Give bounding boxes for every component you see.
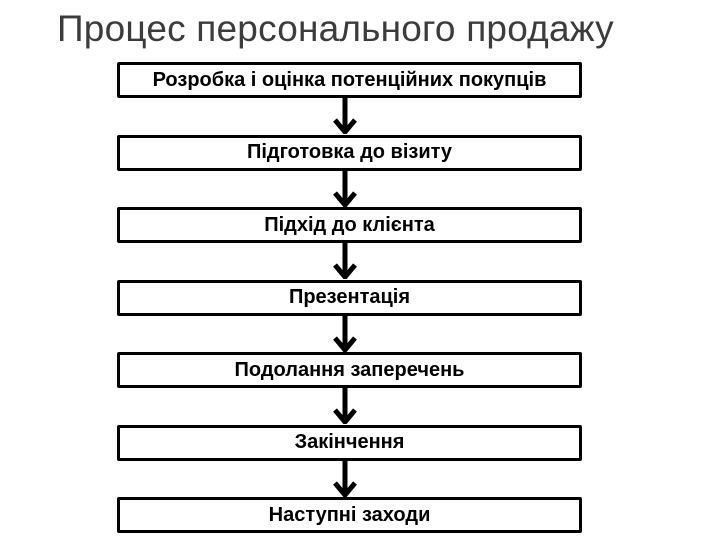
flow-connector (117, 460, 582, 498)
flow-step-box: Розробка і оцінка потенційних покупців (117, 62, 582, 98)
down-arrow-icon (332, 315, 357, 352)
flow-connector (117, 98, 582, 135)
flow-step-box: Закінчення (117, 424, 582, 461)
flow-step-label: Підготовка до візиту (246, 141, 453, 163)
flow-connector (117, 170, 582, 208)
down-arrow-icon (332, 243, 357, 279)
flow-connector (117, 315, 582, 353)
page-title: Процес персонального продажу (57, 8, 614, 49)
flow-step-label: Підхід до клієнта (264, 213, 435, 236)
flow-step-label: Презентація (288, 286, 411, 308)
down-arrow-icon (332, 170, 357, 207)
down-arrow-icon (332, 460, 357, 497)
flow-step-box: Презентація (117, 279, 582, 316)
flow-step-label: Закінчення (294, 431, 405, 453)
flow-step-box: Наступні заходи (117, 497, 582, 533)
down-arrow-icon (332, 388, 357, 424)
flow-step-box: Підготовка до візиту (117, 134, 582, 171)
flow-connector (117, 388, 582, 425)
flow-connector (117, 243, 582, 280)
flow-step-label: Наступні заходи (268, 503, 431, 526)
flow-step-box: Подолання заперечень (117, 352, 582, 388)
flow-step-label: Розробка і оцінка потенційних покупців (152, 68, 547, 91)
down-arrow-icon (332, 98, 357, 134)
flowchart: Розробка і оцінка потенційних покупців П… (117, 62, 582, 533)
flow-step-label: Подолання заперечень (234, 358, 465, 381)
flow-step-box: Підхід до клієнта (117, 207, 582, 243)
